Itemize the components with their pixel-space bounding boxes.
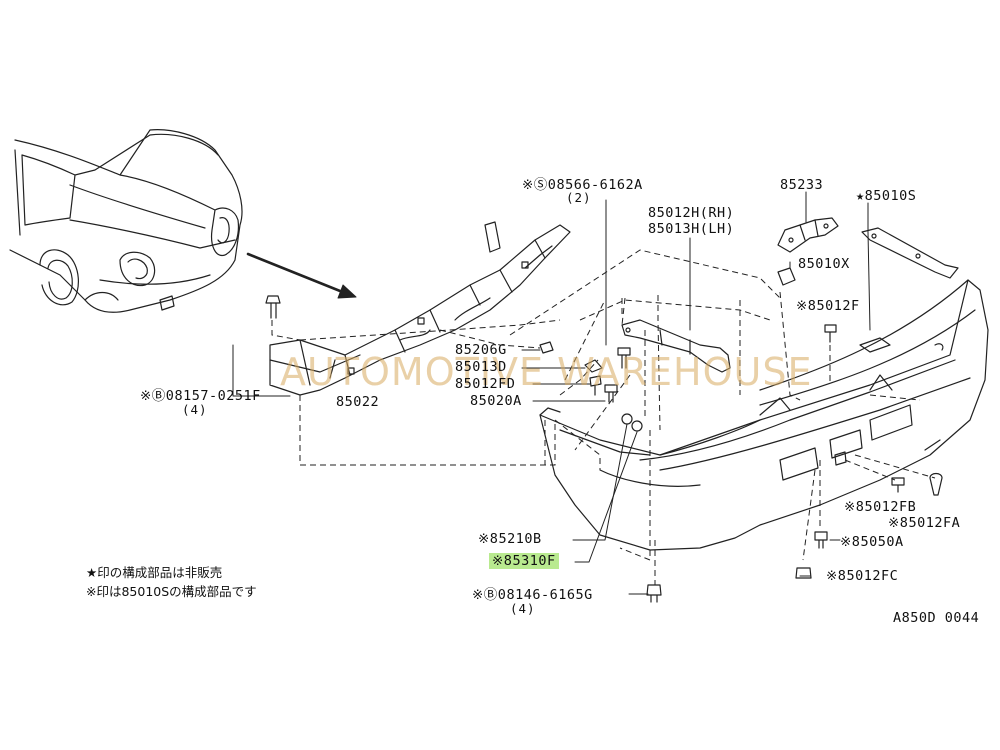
label-85310F: ※85310F [489, 553, 559, 569]
drawing-code: A850D 0044 [893, 610, 980, 626]
label-08146-6165G: ※Ⓑ08146-6165G [472, 587, 593, 603]
spacer-85310F [631, 420, 643, 432]
label-85012H: 85012H(RH) [648, 205, 735, 221]
label-85233: 85233 [780, 177, 824, 193]
spacer-85210B [621, 413, 633, 425]
label-85022: 85022 [336, 394, 380, 410]
direction-arrow [246, 252, 352, 297]
part-85233-bracket [777, 217, 839, 253]
part-rear-bumper-fascia [539, 279, 989, 551]
part-85013D [584, 359, 603, 373]
label-85020A: 85020A [470, 393, 522, 409]
label-85050A: ※85050A [840, 534, 904, 550]
part-85022-reinforcement [269, 221, 571, 396]
part-85012FD [589, 375, 602, 396]
label-85012FB: ※85012FB [844, 499, 917, 515]
qty-08146: (4) [510, 601, 536, 616]
label-85012FA: ※85012FA [888, 515, 961, 531]
fastener-85012FA [929, 472, 943, 496]
fastener-85012F [824, 324, 837, 343]
label-85210B: ※85210B [478, 531, 542, 547]
part-85012H-bracket [621, 319, 731, 373]
bolt-08146 [646, 584, 662, 603]
label-85012F: ※85012F [796, 298, 860, 314]
highlighted-part-85310F: ※85310F [489, 553, 559, 569]
clip-85010X [777, 267, 796, 286]
bolt-08566 [617, 347, 631, 369]
bolt-08157 [265, 295, 281, 319]
label-85012FD: 85012FD [455, 376, 516, 392]
label-08157-0251F: ※Ⓑ08157-0251F [140, 388, 261, 404]
qty-08566: (2) [566, 190, 592, 205]
watermark: AUTOMOTIVE WAREHOUSE [280, 350, 813, 394]
label-85010S: ★85010S [856, 188, 917, 204]
part-85010S-upper [861, 227, 959, 279]
label-85013D: 85013D [455, 359, 507, 375]
label-08566-6162A: ※Ⓢ08566-6162A [522, 177, 643, 193]
fastener-85012FC [795, 567, 812, 579]
label-85206G: 85206G [455, 342, 507, 358]
qty-08157: (4) [182, 402, 208, 417]
note-not-sold: ★印の構成部品は非販売 [86, 565, 223, 580]
car-rear-illustration [9, 129, 243, 313]
part-85206G [539, 341, 554, 354]
fastener-85012FB [891, 477, 905, 493]
label-85012FC: ※85012FC [826, 568, 899, 584]
note-component-of-85010S: ※印は85010Sの構成部品です [86, 584, 257, 599]
screw-85050A [814, 531, 828, 549]
label-85010X: 85010X [798, 256, 850, 272]
label-85013H: 85013H(LH) [648, 221, 735, 237]
